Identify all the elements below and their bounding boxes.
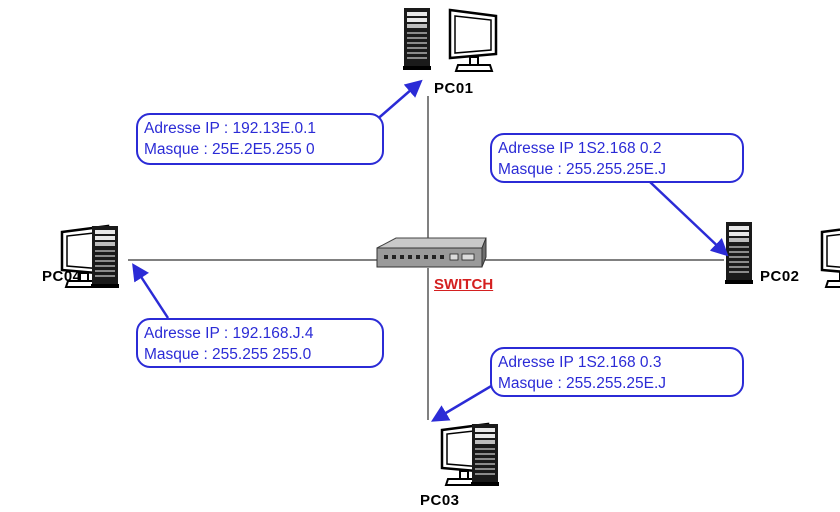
pc04-label: PC04	[42, 268, 82, 285]
pc04-mask-text: Masque : 255.255 255.0	[144, 346, 312, 363]
pc01-address-callout: Adresse IP : 192.13E.0.1 Masque : 25E.2E…	[136, 113, 384, 165]
switch-label: SWITCH	[434, 276, 494, 293]
pc02-ip-text: Adresse IP 1S2.168 0.2	[498, 140, 662, 157]
arrow-pc01	[373, 79, 423, 123]
pc03-mask-text: Masque : 255.255.25E.J	[498, 375, 667, 392]
pc03-ip-text: Adresse IP 1S2.168 0.3	[498, 354, 662, 371]
arrow-pc04	[132, 263, 170, 319]
pc01-mask-text: Masque : 25E.2E5.255 0	[144, 141, 315, 158]
arrow-pc03	[430, 380, 499, 422]
pc02-label: PC02	[760, 268, 800, 285]
pc04-address-callout: Adresse IP : 192.168.J.4 Masque : 255.25…	[136, 318, 384, 368]
pc01-computer-icon	[403, 8, 498, 73]
pc02-address-callout: Adresse IP 1S2.168 0.2 Masque : 255.255.…	[490, 133, 744, 183]
pc01-label: PC01	[434, 80, 474, 97]
pc03-address-callout: Adresse IP 1S2.168 0.3 Masque : 255.255.…	[490, 347, 744, 397]
pc02-mask-text: Masque : 255.255.25E.J	[498, 161, 667, 178]
arrow-pc02	[649, 181, 729, 257]
network-switch-icon	[376, 237, 487, 268]
pc04-ip-text: Adresse IP : 192.168.J.4	[144, 325, 314, 342]
pc03-label: PC03	[420, 492, 460, 509]
pc03-computer-icon	[440, 422, 499, 487]
pc01-ip-text: Adresse IP : 192.13E.0.1	[144, 120, 317, 137]
